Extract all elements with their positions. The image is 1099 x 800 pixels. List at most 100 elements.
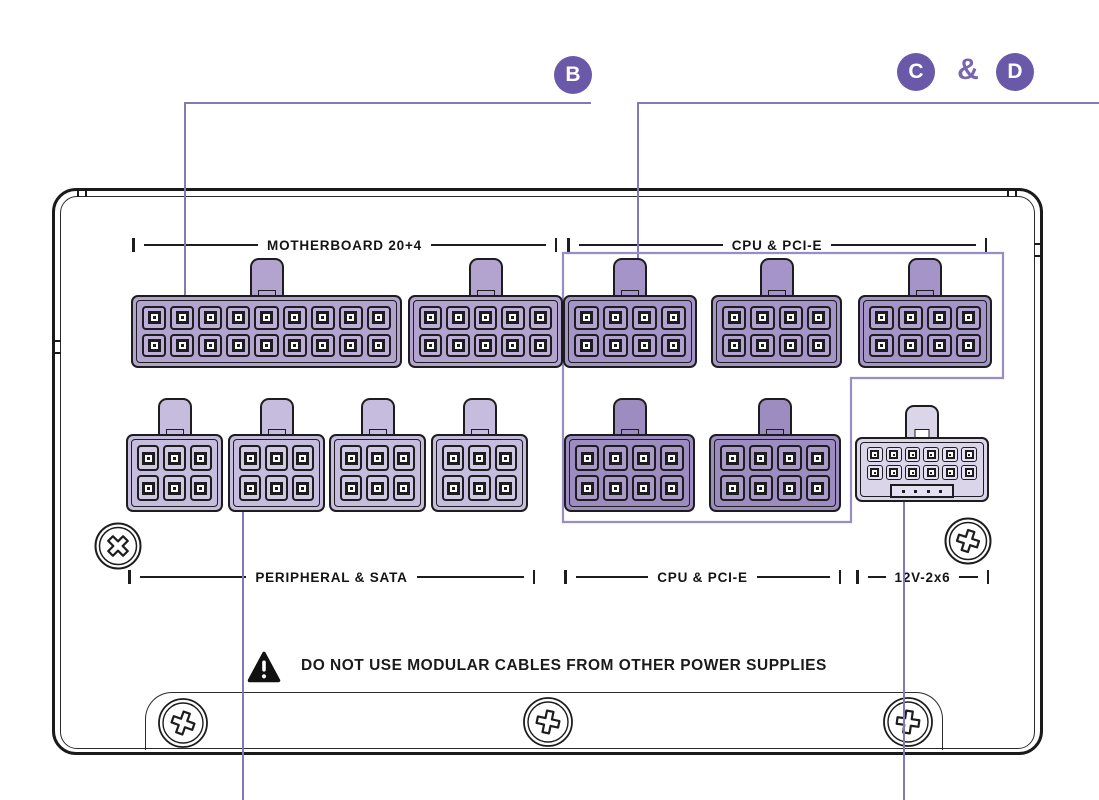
connector-tab [249,258,284,299]
group-bracket-12v-2x6: 12V-2x6 [856,570,989,585]
pin-hole [962,338,975,352]
bracket-cap [838,570,841,584]
bracket-cap [567,238,570,252]
connector-tab [908,258,942,299]
bracket-line [831,244,976,246]
pin-hole [580,451,594,465]
peripheral-sata-connector-2 [228,398,325,512]
pin-socket [778,333,803,357]
pin-socket [528,333,552,357]
pin-hole [755,311,769,325]
panel-notch [85,188,87,197]
pin-socket [473,333,498,357]
pin-socket [805,445,830,471]
pin-socket [198,306,223,330]
pin-hole [446,451,460,465]
pin-hole [344,311,358,325]
pin-socket [501,333,525,357]
12v-2x6-connector [855,405,989,502]
connector-tab [259,398,294,438]
cpu-pcie-group-outline [561,251,1005,524]
pin-socket [806,306,831,330]
callout-separator: & [957,53,979,86]
motherboard-connector-18pin [131,258,402,368]
pin-hole [259,311,273,325]
pin-hole [167,481,181,495]
connector-tab [613,258,647,299]
cpu-pcie-connector-bottom-1 [564,398,695,512]
cpu-pcie-connector-bottom-2 [709,398,841,512]
pin-socket [750,306,775,330]
pin-socket [282,306,307,330]
pin-socket [923,447,940,462]
pin-socket [777,445,802,471]
pin-hole [580,338,593,352]
pin-socket [468,445,491,471]
pin-grid [131,439,218,507]
connector-tab [759,258,794,299]
pin-hole [194,481,208,495]
pin-socket [806,333,831,357]
pin-hole [141,481,155,495]
pin-socket [927,333,952,357]
pin-socket [340,475,363,501]
pin-hole [203,338,217,352]
peripheral-sata-connector-4 [431,398,528,512]
pin-socket [189,445,212,471]
pin-socket [366,445,389,471]
pin-hole [638,338,651,352]
pin-socket [659,475,684,501]
pin-socket [366,333,391,357]
pin-hole [964,468,974,477]
bracket-line [575,576,649,578]
pin-hole [533,311,547,325]
bracket-cap [554,238,558,252]
pin-socket [137,475,160,501]
pin-hole [243,481,257,495]
pin-socket [419,333,443,357]
pin-socket [528,306,552,330]
panel-notch [77,188,79,197]
pin-hole [288,311,302,325]
pin-hole [754,451,768,465]
pin-hole [926,450,936,459]
pin-socket [927,306,952,330]
pin-hole [499,481,513,495]
callout-badge-d: D [996,53,1034,91]
pin-hole [372,311,386,325]
pin-hole [812,311,826,325]
pin-socket [869,333,894,357]
pin-grid [568,300,692,363]
pin-socket [419,306,443,330]
pin-hole [269,481,283,495]
connector-tab [758,398,792,438]
pin-hole [609,311,622,325]
pin-grid [714,439,836,507]
pin-socket [142,306,167,330]
connector-tab [468,258,503,299]
bracket-cap [132,238,135,252]
phillips-screw-bottom-left [158,698,208,748]
pin-socket [867,447,883,462]
pin-socket [265,445,288,471]
pin-hole [908,450,918,459]
pin-hole [194,451,208,465]
pin-socket [340,445,363,471]
phillips-screw-bottom-right [883,697,933,747]
pin-socket [254,333,279,357]
pin-hole [755,338,769,352]
screw-rail [145,692,943,750]
group-label-cpu-pcie-bottom: CPU & PCI-E [657,569,748,585]
phillips-screw-right [944,517,992,565]
pin-hole [889,450,899,459]
pin-socket [446,306,470,330]
pin-socket [720,475,745,501]
pin-socket [239,475,262,501]
pin-socket [632,333,657,357]
callout-badge-d-label: D [1007,60,1023,83]
pin-hole [269,451,283,465]
pin-socket [632,306,657,330]
pin-socket [366,475,389,501]
bracket-line [959,576,978,578]
